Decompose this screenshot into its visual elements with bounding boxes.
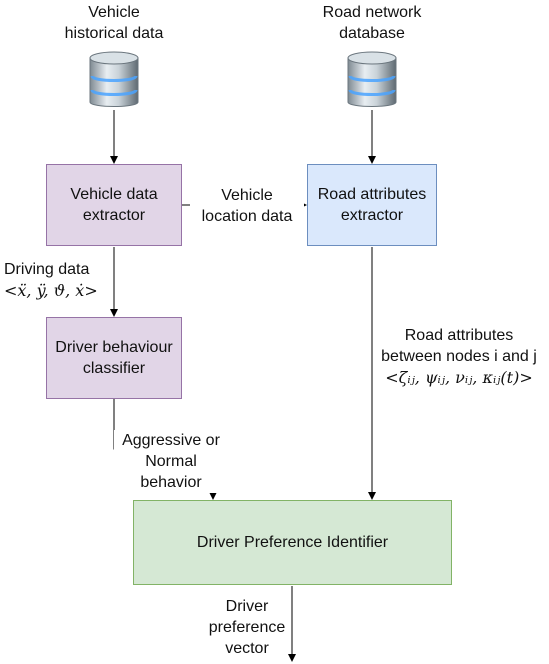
driving-data-label: Driving data <ẍ, ÿ, ϑ, ẋ> <box>4 259 108 301</box>
vehicle-historical-data-label: Vehicle historical data <box>64 4 164 42</box>
road-network-database-icon <box>347 51 397 107</box>
driving-data-vector: <ẍ, ÿ, ϑ, ẋ> <box>4 281 98 300</box>
road-attributes-label: Road attributes between nodes i and j <ζ… <box>372 325 546 388</box>
vehicle-location-data-label: Vehicle location data <box>190 185 304 227</box>
vehicle-data-extractor-box: Vehicle data extractor <box>46 164 182 246</box>
driver-behaviour-classifier-box: Driver behaviour classifier <box>46 317 182 399</box>
driver-preference-identifier-box: Driver Preference Identifier <box>133 500 452 585</box>
road-attributes-vector: <ζᵢⱼ, ψᵢⱼ, νᵢⱼ, κᵢⱼ(t)> <box>385 368 533 387</box>
road-attributes-extractor-box: Road attributes extractor <box>307 164 437 246</box>
vehicle-database-icon <box>89 51 139 107</box>
driver-preference-vector-label: Driver preference vector <box>208 598 286 657</box>
behavior-type-label: Aggressive or Normal behavior <box>114 430 228 493</box>
road-network-database-label: Road network database <box>322 4 422 42</box>
